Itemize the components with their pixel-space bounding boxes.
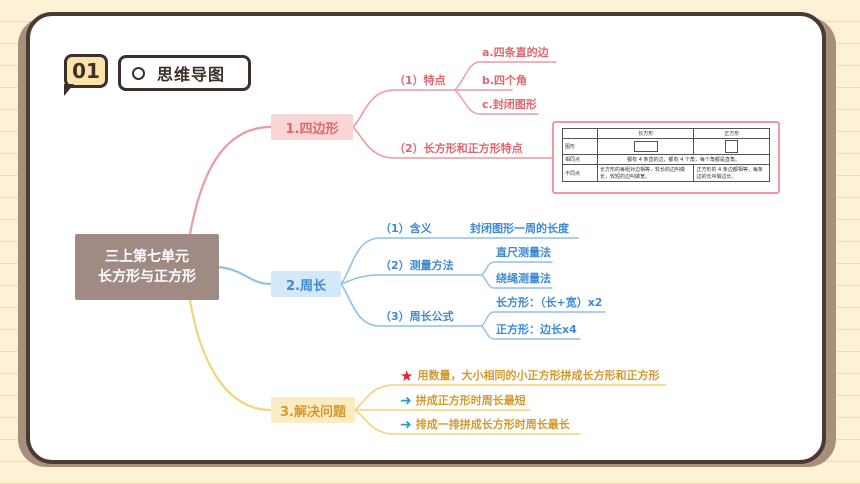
formula-rectangle: 长方形：（长+宽）x2 <box>496 296 603 309</box>
table-header-square: 正方形 <box>693 128 770 139</box>
rectangle-shape-icon <box>633 141 658 152</box>
connector-sub3-b <box>481 325 581 340</box>
connector-b3-item3 <box>354 409 581 435</box>
table-header-rectangle: 长方形 <box>596 128 695 139</box>
comparison-table-card: 长方形 正方形 图形 相同点 都有 4 条直的边，都有 4 个角，每个角都是直角… <box>552 121 780 194</box>
branch-quadrilateral: 1.四边形 <box>271 114 353 140</box>
connector-root-b1 <box>188 125 273 236</box>
problem-item-1-text: 用数量，大小相同的小正方形拼成长方形和正方形 <box>417 369 660 382</box>
meaning-value: 封闭图形一周的长度 <box>470 222 569 235</box>
root-node: 三上第七单元 长方形与正方形 <box>75 234 219 300</box>
root-line-1: 三上第七单元 <box>105 249 189 265</box>
feature-item-c: c.封闭图形 <box>482 98 537 111</box>
badge-text: 01 <box>72 59 100 83</box>
connector-root-b2 <box>217 265 273 286</box>
sub-features-label: （1）特点 <box>394 74 446 87</box>
root-line-2: 长方形与正方形 <box>98 269 196 285</box>
sub-rect-square-label: （2）长方形和正方形特点 <box>394 142 523 155</box>
square-shape-icon <box>725 140 739 153</box>
method-ruler: 直尺测量法 <box>496 246 551 259</box>
table-row-label-diff: 不同点 <box>562 164 598 182</box>
circle-icon <box>132 66 145 80</box>
table-row-label-same: 相同点 <box>562 154 598 165</box>
branch-perimeter: 2.周长 <box>271 271 341 297</box>
badge-tail <box>64 84 74 96</box>
branch-problem-solving: 3.解决问题 <box>271 397 355 423</box>
formula-square: 正方形：边长x4 <box>496 323 577 336</box>
problem-item-3-text: 排成一排拼成长方形时周长最长 <box>415 418 570 431</box>
connector-b1-sub1 <box>352 89 456 128</box>
sub-method-label: （2）测量方法 <box>380 259 454 272</box>
connector-sub2-b <box>481 274 553 289</box>
connector-b2-sub3 <box>340 283 483 327</box>
connector-sub1-c <box>454 89 539 115</box>
connector-b1-sub2 <box>352 126 553 159</box>
feature-item-b: b.四个角 <box>482 74 528 87</box>
table-row-label-shape: 图形 <box>562 138 598 155</box>
table-diff-square: 正方形的 4 条边都相等，每条边的长叫做边长。 <box>693 164 770 182</box>
comparison-table: 长方形 正方形 图形 相同点 都有 4 条直的边，都有 4 个角，每个角都是直角… <box>562 128 770 182</box>
method-string: 绕绳测量法 <box>496 272 551 285</box>
problem-item-2-text: 拼成正方形时周长最短 <box>415 394 526 407</box>
connector-b2-sub2 <box>340 274 483 285</box>
connector-b2-sub1 <box>340 237 579 285</box>
star-icon: ★ <box>400 367 414 385</box>
arrow-right-icon: ➜ <box>400 417 412 433</box>
sub-formula-label: （3）周长公式 <box>380 310 454 323</box>
connector-sub1-a <box>454 61 557 91</box>
section-title-pill: 思维导图 <box>118 55 251 91</box>
connector-sub2-a <box>481 261 553 276</box>
connector-sub3-a <box>481 311 606 327</box>
problem-item-3: ➜ 排成一排拼成长方形时周长最长 <box>400 418 570 432</box>
table-same-text: 都有 4 条直的边，都有 4 个角，每个角都是直角。 <box>597 154 770 165</box>
feature-item-a: a.四条直的边 <box>482 46 549 59</box>
problem-item-2: ➜ 拼成正方形时周长最短 <box>400 394 526 408</box>
arrow-right-icon: ➜ <box>400 393 412 409</box>
section-number-badge: 01 <box>64 54 108 88</box>
connector-root-b3 <box>188 298 273 412</box>
table-diff-rect: 长方形的每组对边相等，较长的边叫做长，较短的边叫做宽。 <box>596 164 695 182</box>
problem-item-1: ★ 用数量，大小相同的小正方形拼成长方形和正方形 <box>400 367 660 385</box>
section-title: 思维导图 <box>157 65 226 84</box>
sub-meaning-label: （1）含义 <box>380 222 432 235</box>
connector-b3-item1 <box>354 384 666 411</box>
